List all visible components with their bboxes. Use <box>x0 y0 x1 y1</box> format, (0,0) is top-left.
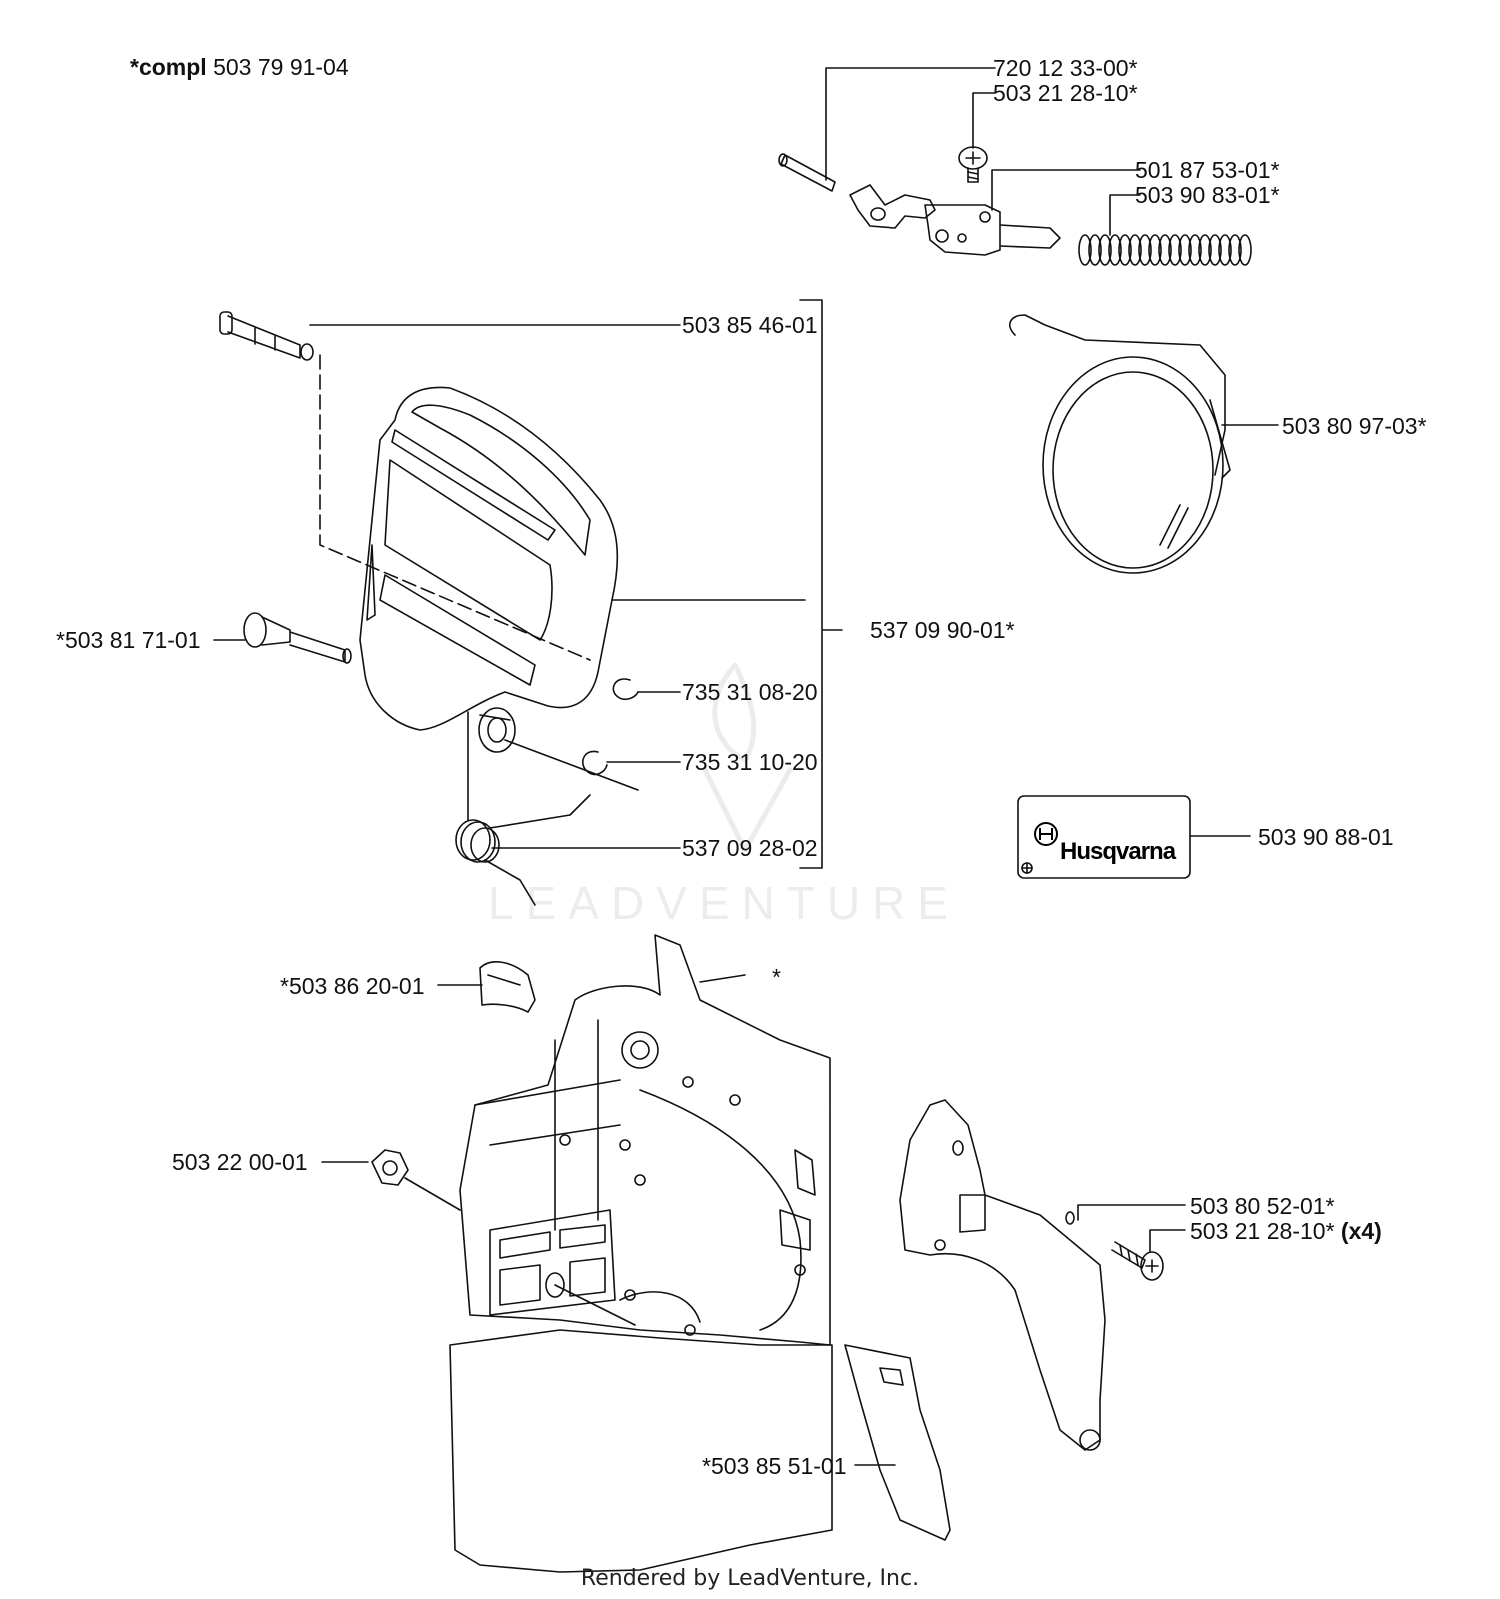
leader-p14 <box>699 974 746 983</box>
leader-p1 <box>825 67 996 181</box>
pin-720-12-33 <box>778 153 836 192</box>
bushing <box>478 707 516 753</box>
footer-credit: Rendered by LeadVenture, Inc. <box>580 1566 920 1591</box>
nut-503-22-00 <box>371 1149 409 1186</box>
screw-503-21-28-top <box>958 146 988 183</box>
part-label-503-85-51-01: *503 85 51-01 <box>702 1453 847 1479</box>
compl-number: 503 79 91-04 <box>213 54 349 80</box>
husqvarna-logo-icon <box>1034 822 1058 846</box>
clutch-cover-body <box>449 934 833 1573</box>
compl-label: *compl 503 79 91-04 <box>130 55 349 79</box>
leader-bracket <box>799 299 843 869</box>
watermark-text: LEADVENTURE <box>488 877 960 929</box>
part-label-503-21-28-10-bottom: 503 21 28-10* (x4) <box>1190 1219 1382 1243</box>
leader-p2 <box>972 92 996 149</box>
part-label-503-90-88-01: 503 90 88-01 <box>1258 824 1394 850</box>
leader-p10 <box>504 739 681 791</box>
part-label-501-87-53-01: 501 87 53-01* <box>1135 157 1280 183</box>
decal-503-90-88 <box>1017 795 1191 879</box>
spring-503-90-83 <box>1078 234 1252 266</box>
part-label-537-09-28-02: 537 09 28-02 <box>682 835 818 861</box>
brake-band-503-80-97 <box>1009 314 1231 574</box>
part-label-503-21-28-10-top: 503 21 28-10* <box>993 80 1138 106</box>
compl-prefix: *compl <box>130 54 207 80</box>
plate-503-80-52 <box>899 1099 1106 1451</box>
part-label-735-31-10-20: 735 31 10-20 <box>682 749 818 775</box>
part-number: 503 21 28-10* <box>1190 1218 1335 1244</box>
part-label-503-80-52-01: 503 80 52-01* <box>1190 1193 1335 1219</box>
screw-503-21-28-bottom <box>1111 1241 1164 1281</box>
part-label-503-85-46-01: 503 85 46-01 <box>682 312 818 338</box>
leader-p17 <box>1149 1229 1186 1253</box>
part-label-735-31-08-20: 735 31 08-20 <box>682 679 818 705</box>
cover-537-09-90 <box>359 386 619 731</box>
leader-p16 <box>1077 1204 1186 1221</box>
dashed-axis <box>319 354 591 661</box>
part-label-503-90-83-01: 503 90 83-01* <box>1135 182 1280 208</box>
spring-537-09-28 <box>455 794 591 906</box>
guide-503-86-20 <box>479 961 536 1013</box>
part-label-503-86-20-01: *503 86 20-01 <box>280 973 425 999</box>
part-label-537-09-90-01: 537 09 90-01* <box>870 617 1015 643</box>
leader-p15 <box>321 1161 461 1211</box>
part-label-503-80-97-03: 503 80 97-03* <box>1282 413 1427 439</box>
watermark-logo <box>702 662 793 853</box>
sleeve-bolt-503-81-71 <box>243 612 352 664</box>
leader-p3 <box>991 169 1141 211</box>
bolt-503-85-46 <box>219 311 314 361</box>
part-label-720-12-33-00: 720 12 33-00* <box>993 55 1138 81</box>
decal-brand-text: Husqvarna <box>1060 838 1176 865</box>
part-quantity: (x4) <box>1340 1218 1382 1244</box>
leader-p4 <box>1109 194 1141 236</box>
part-label-asterisk: * <box>772 964 781 990</box>
part-label-503-81-71-01: *503 81 71-01 <box>56 627 201 653</box>
circlip-735-31-08 <box>612 678 639 700</box>
brake-lever-501-87-53 <box>849 184 1061 256</box>
leader-p11 <box>467 711 681 849</box>
leader-stud <box>554 1284 636 1326</box>
plate-503-85-51 <box>844 1344 951 1541</box>
part-label-503-22-00-01: 503 22 00-01 <box>172 1149 308 1175</box>
